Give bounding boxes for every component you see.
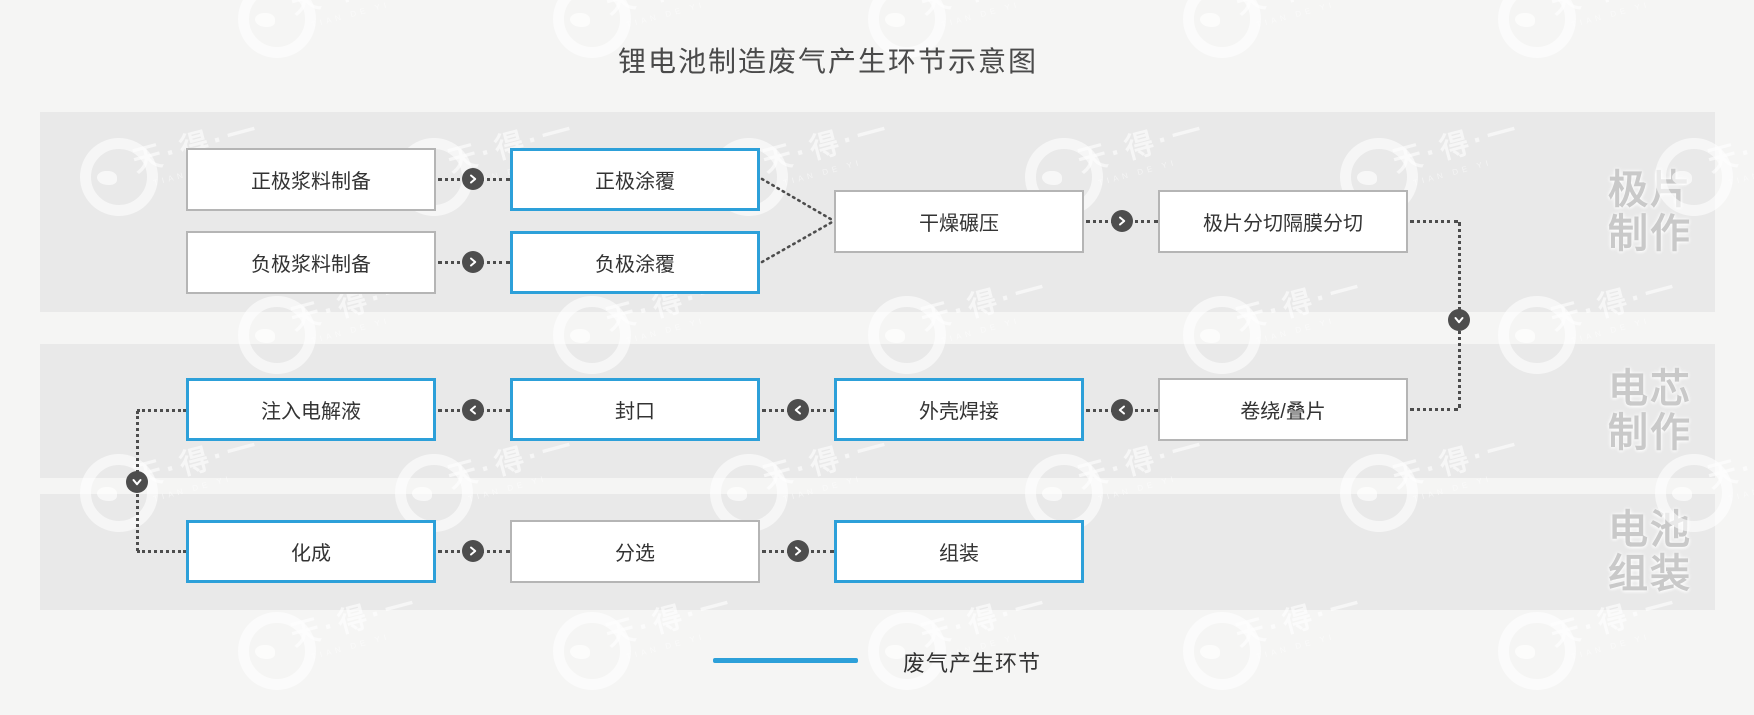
arrow-down-icon	[126, 471, 148, 493]
node-electrolyte-injection: 注入电解液	[186, 378, 436, 441]
node-sealing: 封口	[510, 378, 760, 441]
legend-label: 废气产生环节	[903, 651, 1042, 676]
arrow-right-icon	[462, 168, 484, 190]
connector-line	[137, 550, 186, 553]
stage-label-battery-assembly: 电池 组装	[1608, 508, 1692, 596]
connector-line	[1410, 220, 1458, 223]
watermark-logo-icon	[238, 612, 316, 690]
node-formation: 化成	[186, 520, 436, 583]
node-cathode-coating: 正极涂覆	[510, 148, 760, 211]
legend-waste-gas-line	[713, 658, 858, 663]
arrow-right-icon	[462, 540, 484, 562]
stage-label-cell-making: 电芯 制作	[1608, 367, 1692, 455]
watermark-logo-icon	[1183, 0, 1261, 58]
arrow-right-icon	[462, 251, 484, 273]
connector-diagonals	[760, 177, 836, 264]
node-cathode-slurry-prep: 正极浆料制备	[186, 148, 436, 211]
arrow-down-icon	[1448, 309, 1470, 331]
page-title: 锂电池制造废气产生环节示意图	[617, 46, 1039, 77]
node-case-welding: 外壳焊接	[834, 378, 1084, 441]
watermark-logo-icon	[1183, 612, 1261, 690]
node-assembly: 组装	[834, 520, 1084, 583]
stage-label-electrode-sheet: 极片 制作	[1608, 168, 1692, 256]
watermark-logo-icon	[1498, 612, 1576, 690]
watermark-logo-icon	[238, 0, 316, 58]
node-sheet-separator-slitting: 极片分切隔膜分切	[1158, 190, 1408, 253]
connector-line	[137, 409, 186, 412]
arrow-left-icon	[1111, 399, 1133, 421]
node-sorting: 分选	[510, 520, 760, 583]
arrow-left-icon	[787, 399, 809, 421]
node-drying-rolling: 干燥碾压	[834, 190, 1084, 253]
arrow-left-icon	[462, 399, 484, 421]
node-winding-stacking: 卷绕/叠片	[1158, 378, 1408, 441]
arrow-right-icon	[787, 540, 809, 562]
connector-line	[1410, 408, 1458, 411]
node-anode-slurry-prep: 负极浆料制备	[186, 231, 436, 294]
arrow-right-icon	[1111, 210, 1133, 232]
watermark-logo-icon	[553, 612, 631, 690]
node-anode-coating: 负极涂覆	[510, 231, 760, 294]
watermark-logo-icon	[1498, 0, 1576, 58]
